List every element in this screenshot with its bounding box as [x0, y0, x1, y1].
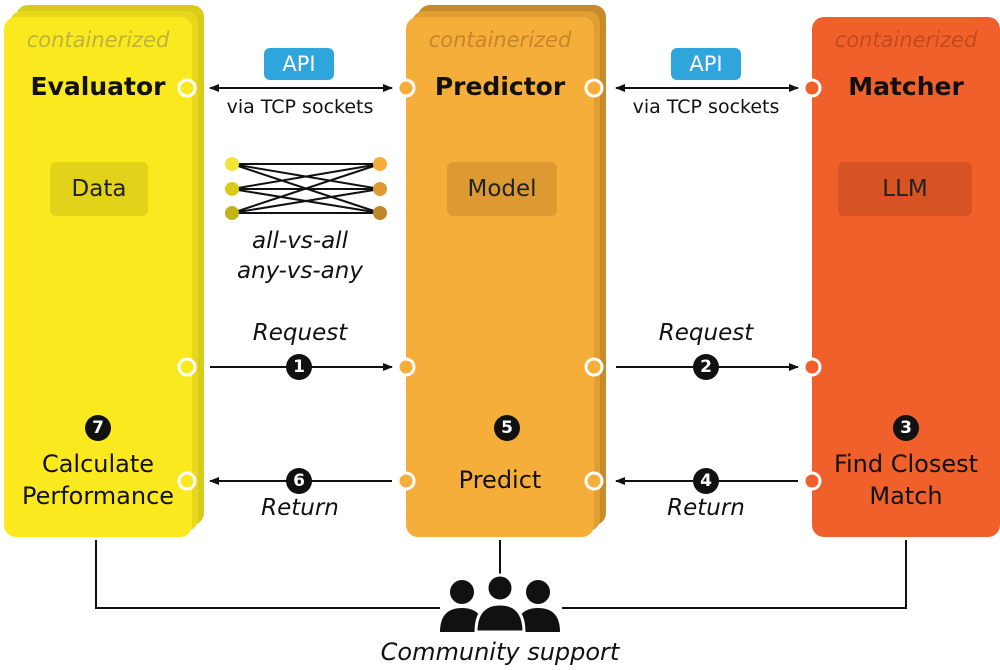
tcp-sockets-label-right: via TCP sockets: [632, 96, 780, 118]
mapping-dot-right-2: [373, 182, 387, 196]
calculate-performance-text: Calculate Performance: [4, 448, 192, 512]
community-support-label: Community support: [380, 638, 620, 666]
mapping-dot-left-2: [225, 182, 239, 196]
request-label-right: Request: [658, 320, 754, 346]
predictor-panel: [406, 17, 594, 537]
predictor-port-api-left: [396, 78, 416, 98]
community-line-left: [95, 540, 440, 609]
community-line-right: [562, 540, 907, 609]
matcher-port-api: [802, 78, 822, 98]
mapping-dot-left-1: [225, 157, 239, 171]
return-label-right: Return: [667, 495, 745, 521]
matcher-port-return: [802, 471, 822, 491]
data-box: Data: [50, 162, 148, 216]
evaluator-title: Evaluator: [30, 72, 166, 101]
api-badge-left: API: [264, 48, 334, 80]
step-1-badge: 1: [286, 354, 312, 380]
return-label-left: Return: [261, 495, 339, 521]
llm-box: LLM: [838, 162, 972, 216]
mapping-dot-right-1: [373, 157, 387, 171]
predictor-containerized-tag: containerized: [428, 28, 572, 52]
request-label-left: Request: [252, 320, 348, 346]
all-vs-all-mapping: [231, 163, 381, 214]
performance-line: Performance: [21, 482, 175, 510]
evaluator-port-api: [177, 78, 197, 98]
any-vs-any-label: any-vs-any: [237, 258, 363, 284]
evaluator-containerized-tag: containerized: [26, 28, 170, 52]
step-3-badge: 3: [893, 415, 919, 441]
evaluator-panel: [4, 17, 192, 537]
people-group-icon: [440, 573, 560, 634]
predictor-port-return-in: [584, 471, 604, 491]
find-closest-match-text: Find Closest Match: [812, 448, 1000, 512]
step-7-badge: 7: [85, 415, 111, 441]
evaluator-port-request: [177, 357, 197, 377]
mapping-dot-left-3: [225, 206, 239, 220]
predict-line: Predict: [458, 466, 542, 494]
predictor-title: Predictor: [434, 72, 566, 101]
step-6-badge: 6: [286, 468, 312, 494]
step-2-badge: 2: [693, 354, 719, 380]
predictor-port-request-out: [584, 357, 604, 377]
mapping-dot-right-3: [373, 206, 387, 220]
calculate-line: Calculate: [41, 450, 155, 478]
predict-text: Predict: [406, 464, 594, 496]
predictor-port-api-right: [584, 78, 604, 98]
matcher-port-request: [802, 357, 822, 377]
find-closest-line: Find Closest: [833, 450, 979, 478]
matcher-title: Matcher: [848, 72, 964, 101]
model-box: Model: [447, 162, 557, 216]
predictor-port-return-out: [396, 471, 416, 491]
matcher-panel: [812, 17, 1000, 537]
step-4-badge: 4: [693, 468, 719, 494]
matcher-containerized-tag: containerized: [834, 28, 978, 52]
tcp-sockets-label-left: via TCP sockets: [226, 96, 374, 118]
evaluator-port-return: [177, 471, 197, 491]
step-5-badge: 5: [494, 415, 520, 441]
predictor-port-request-in: [396, 357, 416, 377]
api-badge-right: API: [671, 48, 741, 80]
match-line: Match: [869, 482, 943, 510]
all-vs-all-label: all-vs-all: [252, 228, 348, 254]
